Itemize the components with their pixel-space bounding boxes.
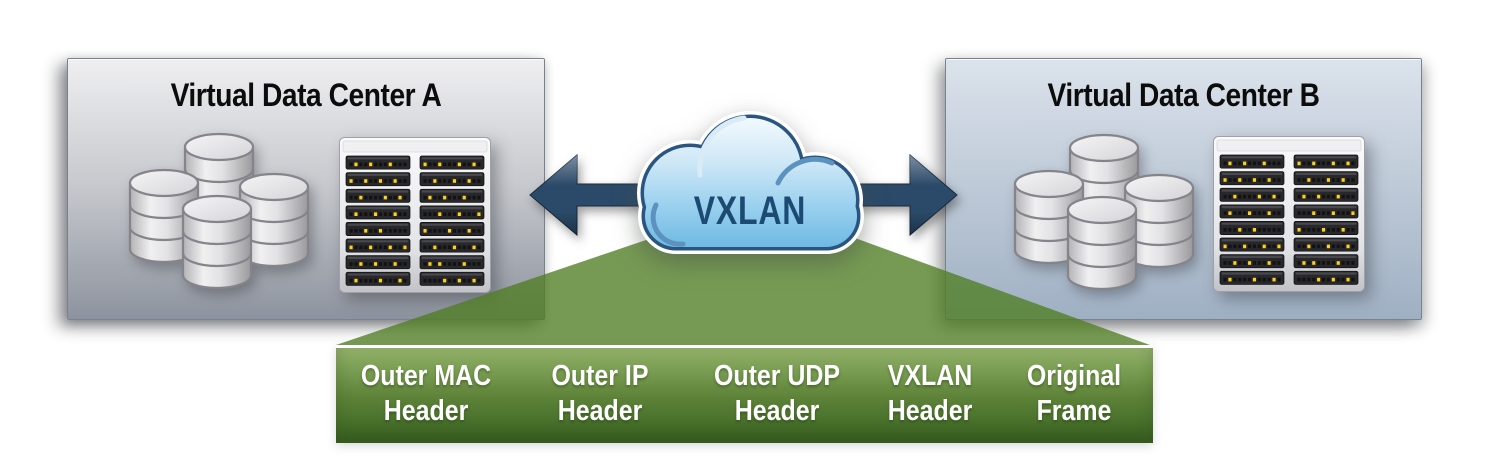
encap-segment-outer-ip: Outer IP Header: [551, 359, 648, 429]
server-rack-icon: [339, 137, 491, 293]
segment-line1: Outer UDP: [714, 360, 841, 392]
datacenter-b-title: Virtual Data Center B: [1047, 77, 1320, 113]
segment-line1: Original: [1026, 360, 1121, 392]
segment-line2: Header: [383, 395, 469, 427]
datacenter-b-box: Virtual Data Center B: [945, 58, 1422, 320]
database-cluster-icon: [128, 132, 310, 290]
segment-line2: Header: [734, 395, 820, 427]
segment-line2: Header: [887, 395, 973, 427]
encap-segment-outer-udp: Outer UDP Header: [714, 359, 840, 429]
segment-line1: VXLAN: [887, 360, 973, 392]
database-cluster-icon: [1013, 133, 1195, 291]
segment-line1: Outer IP: [551, 360, 649, 392]
datacenter-a-box: Virtual Data Center A: [67, 58, 545, 320]
segment-line2: Frame: [1036, 395, 1112, 427]
segment-line1: Outer MAC: [360, 360, 491, 392]
cloud-label: VXLAN: [693, 188, 807, 233]
encap-segment-outer-mac: Outer MAC Header: [361, 359, 491, 429]
segment-line2: Header: [557, 395, 643, 427]
encap-segment-vxlan-header: VXLAN Header: [888, 359, 973, 429]
encap-segment-original-frame: Original Frame: [1027, 359, 1121, 429]
datacenter-a-title: Virtual Data Center A: [170, 77, 442, 113]
server-rack-icon: [1213, 136, 1365, 292]
encapsulation-bar: Outer MAC Header Outer IP Header Outer U…: [336, 345, 1153, 443]
cloud-icon: [637, 111, 864, 254]
